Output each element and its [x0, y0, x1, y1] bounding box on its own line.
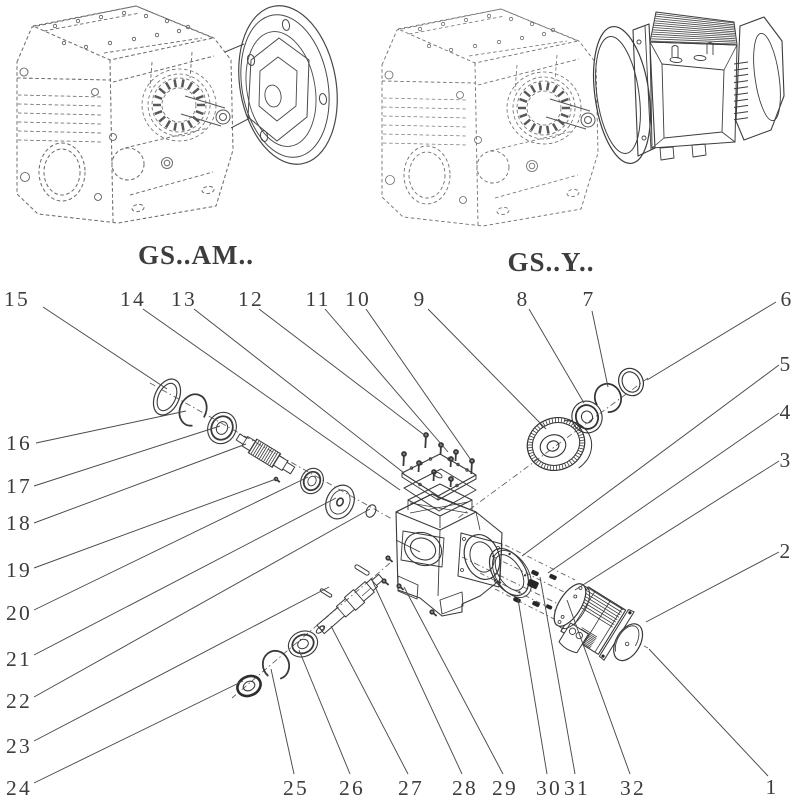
svg-text:20: 20	[6, 601, 32, 625]
svg-text:GS..Y..: GS..Y..	[507, 247, 594, 277]
svg-text:12: 12	[238, 287, 264, 311]
svg-text:27: 27	[398, 776, 424, 800]
svg-text:31: 31	[564, 776, 590, 800]
svg-text:5: 5	[780, 352, 793, 376]
svg-text:GS..AM..: GS..AM..	[138, 240, 254, 270]
svg-text:29: 29	[492, 776, 518, 800]
svg-text:16: 16	[6, 431, 32, 455]
svg-text:3: 3	[780, 448, 793, 472]
svg-text:32: 32	[620, 776, 646, 800]
svg-text:4: 4	[780, 400, 793, 424]
svg-text:18: 18	[6, 511, 32, 535]
svg-text:28: 28	[452, 776, 478, 800]
svg-text:24: 24	[6, 776, 32, 800]
svg-text:26: 26	[339, 776, 365, 800]
svg-text:15: 15	[4, 287, 30, 311]
svg-text:13: 13	[171, 287, 197, 311]
svg-text:11: 11	[305, 287, 330, 311]
svg-text:14: 14	[120, 287, 146, 311]
svg-text:7: 7	[583, 287, 596, 311]
svg-text:2: 2	[780, 539, 793, 563]
svg-text:21: 21	[6, 647, 32, 671]
svg-text:19: 19	[6, 558, 32, 582]
svg-text:25: 25	[283, 776, 309, 800]
svg-text:1: 1	[766, 775, 779, 799]
svg-text:22: 22	[6, 689, 32, 713]
svg-text:17: 17	[6, 474, 32, 498]
svg-text:23: 23	[6, 734, 32, 758]
svg-text:6: 6	[781, 287, 794, 311]
svg-text:9: 9	[414, 287, 427, 311]
svg-text:10: 10	[345, 287, 371, 311]
svg-text:8: 8	[517, 287, 530, 311]
svg-text:30: 30	[536, 776, 562, 800]
